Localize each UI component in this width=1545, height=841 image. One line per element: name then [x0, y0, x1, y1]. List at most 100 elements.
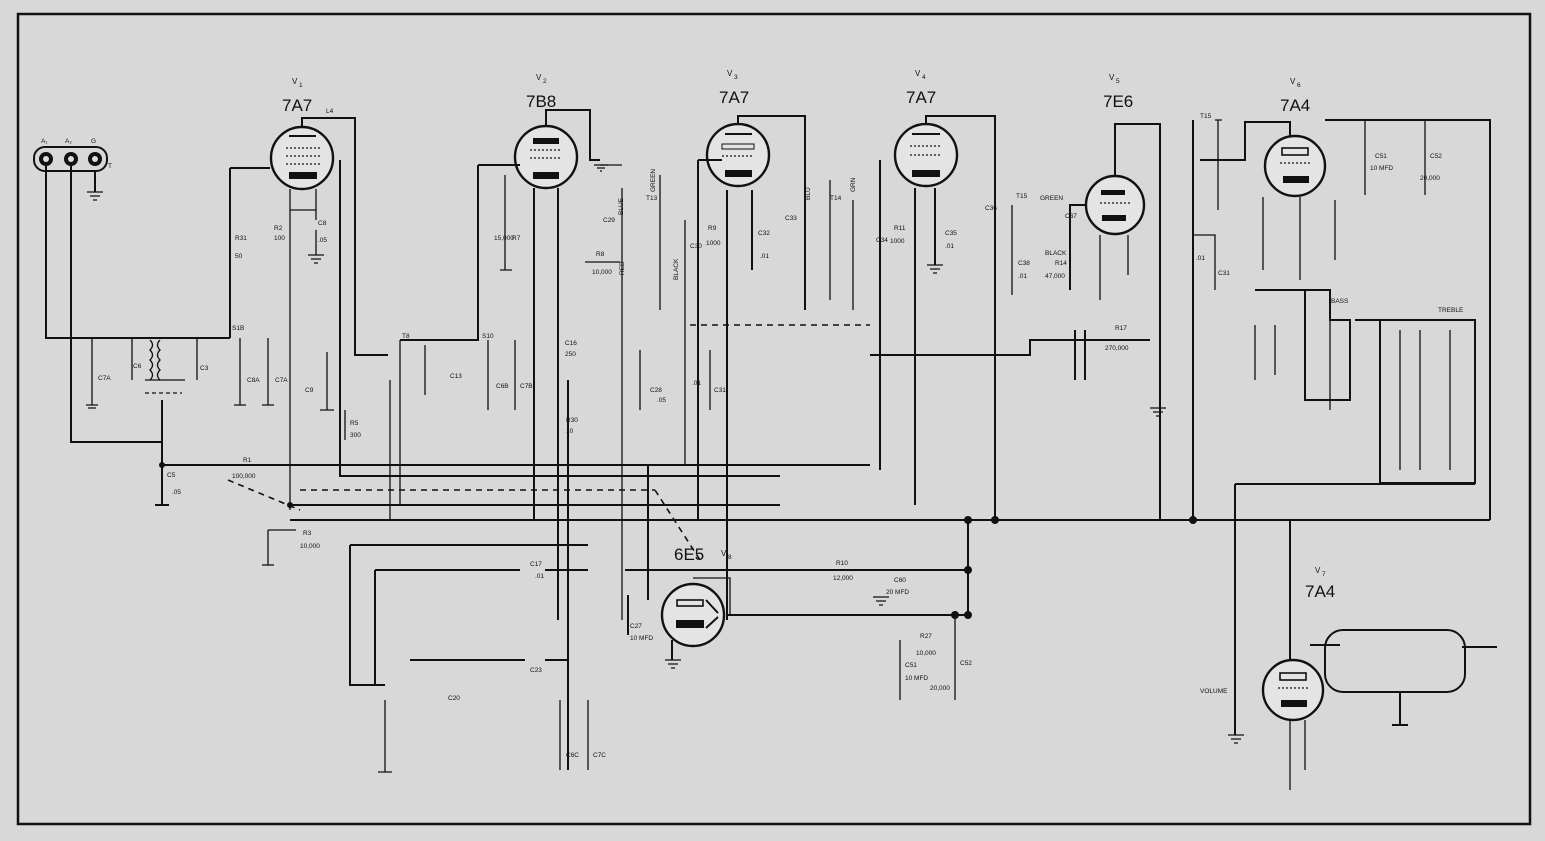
svg-text:C38: C38	[1018, 260, 1030, 267]
svg-text:C29: C29	[603, 217, 615, 224]
svg-text:S10: S10	[482, 333, 494, 340]
svg-text:100: 100	[274, 235, 285, 242]
svg-text:C27: C27	[630, 623, 642, 630]
svg-text:R5: R5	[350, 420, 359, 427]
svg-text:C5: C5	[167, 472, 176, 479]
component-labels: L4 C7A C6 C3 C8A C7A S1B R31 50 R2 100 C…	[98, 108, 1464, 759]
svg-text:G: G	[91, 138, 96, 145]
svg-text:V: V	[292, 77, 298, 86]
svg-text:.05: .05	[318, 237, 327, 244]
svg-text:270,000: 270,000	[1105, 345, 1129, 352]
svg-text:C34: C34	[876, 237, 888, 244]
svg-text:3: 3	[734, 74, 738, 81]
svg-text:C52: C52	[960, 660, 972, 667]
svg-text:R1: R1	[243, 457, 252, 464]
svg-text:C31: C31	[1218, 270, 1230, 277]
svg-text:R14: R14	[1055, 260, 1067, 267]
tube-v8-eye	[660, 582, 726, 648]
svg-text:10,000: 10,000	[300, 543, 320, 550]
svg-text:T: T	[108, 163, 112, 170]
svg-text:V: V	[1290, 77, 1296, 86]
svg-text:BLACK: BLACK	[673, 258, 680, 280]
svg-text:.01: .01	[1018, 273, 1027, 280]
svg-text:10: 10	[566, 428, 574, 435]
svg-text:V: V	[915, 69, 921, 78]
svg-text:.01: .01	[945, 243, 954, 250]
svg-text:C9: C9	[305, 387, 314, 394]
svg-text:C6C: C6C	[566, 752, 579, 759]
svg-text:6E5: 6E5	[674, 545, 704, 564]
svg-text:7E6: 7E6	[1103, 92, 1133, 111]
svg-text:R8: R8	[596, 251, 605, 258]
svg-text:10 MFD: 10 MFD	[905, 675, 928, 682]
svg-text:C7A: C7A	[98, 375, 111, 382]
tube-v4	[893, 122, 959, 188]
svg-text:C17: C17	[530, 561, 542, 568]
svg-text:7: 7	[1322, 571, 1326, 578]
svg-text:T15: T15	[1016, 193, 1028, 200]
svg-text:R30: R30	[566, 417, 578, 424]
svg-text:T8: T8	[402, 333, 410, 340]
svg-text:R17: R17	[1115, 325, 1127, 332]
svg-text:S1B: S1B	[232, 325, 244, 332]
diagram-border	[16, 12, 1532, 826]
svg-text:BLACK: BLACK	[1045, 250, 1067, 257]
junction-dots	[159, 462, 1197, 619]
svg-text:C8A: C8A	[247, 377, 260, 384]
svg-text:GRN: GRN	[850, 177, 857, 192]
svg-text:100,000: 100,000	[232, 473, 256, 480]
svg-text:C33: C33	[785, 215, 797, 222]
svg-text:C13: C13	[450, 373, 462, 380]
svg-text:C51: C51	[1375, 153, 1387, 160]
svg-text:BASS: BASS	[1331, 298, 1349, 305]
svg-text:C28: C28	[650, 387, 662, 394]
svg-text:300: 300	[350, 432, 361, 439]
svg-text:.01: .01	[1196, 255, 1205, 262]
svg-text:V: V	[1315, 566, 1321, 575]
svg-text:4: 4	[922, 74, 926, 81]
tube-v3	[705, 122, 771, 188]
svg-text:R7: R7	[512, 235, 521, 242]
svg-text:C51: C51	[905, 662, 917, 669]
svg-text:C20: C20	[448, 695, 460, 702]
svg-text:7A7: 7A7	[719, 88, 749, 107]
svg-text:C30: C30	[690, 243, 702, 250]
svg-text:C3: C3	[200, 365, 209, 372]
svg-text:20,000: 20,000	[1420, 175, 1440, 182]
svg-text:V: V	[727, 69, 733, 78]
svg-text:BLU: BLU	[805, 187, 812, 200]
svg-text:7A7: 7A7	[282, 96, 312, 115]
svg-text:R31: R31	[235, 235, 247, 242]
svg-text:1: 1	[299, 82, 303, 89]
svg-text:.01: .01	[760, 253, 769, 260]
svg-text:1000: 1000	[890, 238, 905, 245]
svg-text:7B8: 7B8	[526, 92, 556, 111]
svg-text:C32: C32	[758, 230, 770, 237]
svg-text:7A4: 7A4	[1305, 582, 1335, 601]
svg-text:.05: .05	[657, 397, 666, 404]
svg-text:C35: C35	[945, 230, 957, 237]
tube-v2	[513, 124, 579, 190]
svg-text:C37: C37	[1065, 213, 1077, 220]
svg-text:20 MFD: 20 MFD	[886, 589, 909, 596]
svg-text:C60: C60	[894, 577, 906, 584]
tube-v5	[1084, 174, 1146, 236]
svg-text:6: 6	[1297, 82, 1301, 89]
svg-text:7A4: 7A4	[1280, 96, 1310, 115]
svg-text:20,000: 20,000	[930, 685, 950, 692]
svg-text:RED: RED	[619, 261, 626, 275]
svg-text:C7B: C7B	[520, 383, 533, 390]
svg-text:R27: R27	[920, 633, 932, 640]
svg-text:GREEN: GREEN	[650, 169, 657, 192]
svg-text:5: 5	[1116, 78, 1120, 85]
svg-text:47,000: 47,000	[1045, 273, 1065, 280]
svg-text:C6: C6	[133, 363, 142, 370]
svg-text:V: V	[721, 549, 727, 558]
svg-text:VOLUME: VOLUME	[1200, 688, 1228, 695]
